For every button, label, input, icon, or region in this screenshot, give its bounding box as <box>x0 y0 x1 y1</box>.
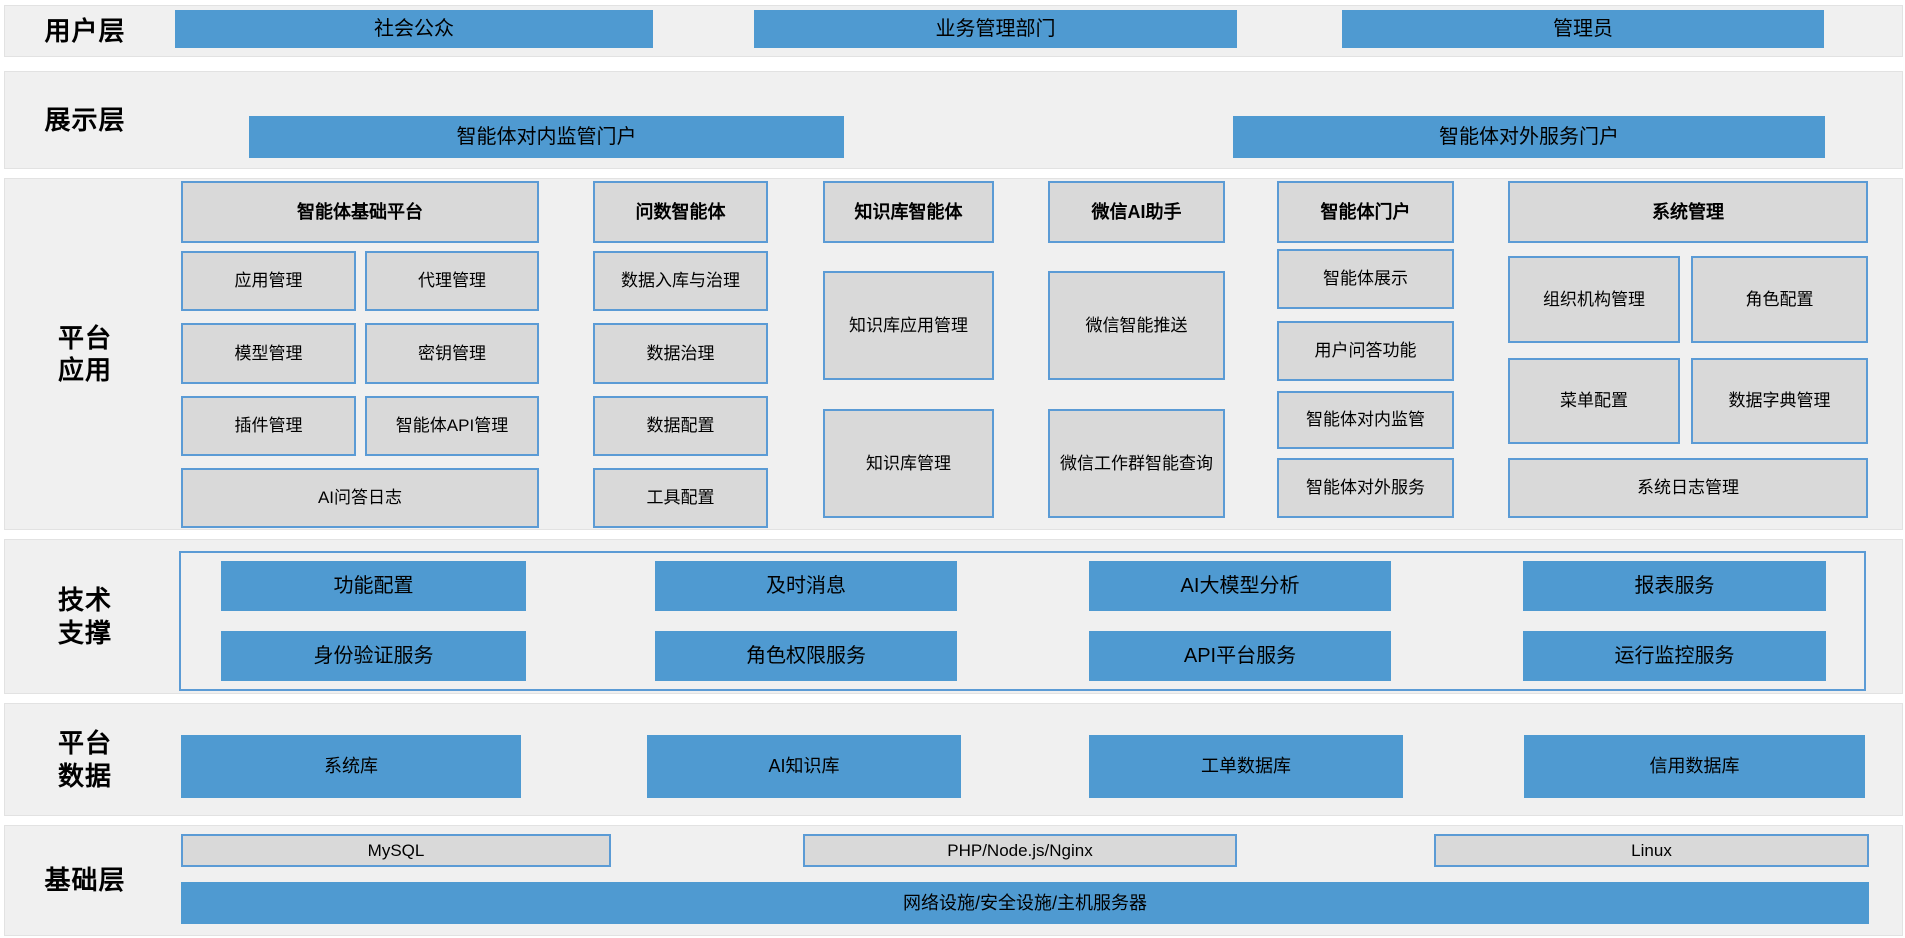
group-knowledge-base-agent-header: 知识库智能体 <box>823 181 994 243</box>
layer-label-text: 数据 <box>57 760 112 791</box>
box-credit-db: 信用数据库 <box>1524 735 1865 798</box>
layer-label-user: 用户层 <box>5 6 165 56</box>
box-role-permission-service: 角色权限服务 <box>655 631 957 681</box>
item-ai-qa-log: AI问答日志 <box>181 468 539 528</box>
box-ai-knowledge-db: AI知识库 <box>647 735 961 798</box>
box-identity-verification-service: 身份验证服务 <box>221 631 526 681</box>
item-data-config: 数据配置 <box>593 396 768 456</box>
box-php-node-nginx: PHP/Node.js/Nginx <box>803 834 1237 867</box>
box-instant-message: 及时消息 <box>655 561 957 611</box>
band-tech-support-layer: 技术 支撑 功能配置 及时消息 AI大模型分析 报表服务 身份验证服务 角色权限… <box>4 539 1903 694</box>
layer-label-platform-app: 平台 应用 <box>5 179 165 529</box>
layer-label-text: 平台 <box>57 728 112 758</box>
item-system-log-management: 系统日志管理 <box>1508 458 1868 518</box>
layer-label-text: 应用 <box>57 355 112 385</box>
box-operation-monitoring-service: 运行监控服务 <box>1523 631 1826 681</box>
band-display-layer: 展示层 智能体对内监管门户 智能体对外服务门户 <box>4 71 1903 169</box>
box-administrator: 管理员 <box>1342 10 1824 48</box>
item-agent-external-service: 智能体对外服务 <box>1277 458 1454 518</box>
item-wechat-smart-push: 微信智能推送 <box>1048 271 1225 380</box>
box-linux: Linux <box>1434 834 1869 867</box>
item-proxy-management: 代理管理 <box>365 251 539 311</box>
group-data-qa-agent-header: 问数智能体 <box>593 181 768 243</box>
item-key-management: 密钥管理 <box>365 323 539 384</box>
band-platform-app-layer: 平台 应用 智能体基础平台 应用管理 代理管理 模型管理 密钥管理 插件管理 智… <box>4 178 1903 530</box>
band-user-layer: 用户层 社会公众 业务管理部门 管理员 <box>4 5 1903 57</box>
layer-label-text: 基础层 <box>44 865 126 896</box>
band-base-layer: 基础层 MySQL PHP/Node.js/Nginx Linux 网络设施/安… <box>4 825 1903 936</box>
box-function-config: 功能配置 <box>221 561 526 611</box>
layer-label-platform-data: 平台 数据 <box>5 704 165 815</box>
item-data-dictionary-management: 数据字典管理 <box>1691 358 1868 444</box>
box-internal-supervision-portal: 智能体对内监管门户 <box>249 116 844 158</box>
item-agent-api-management: 智能体API管理 <box>365 396 539 456</box>
item-menu-config: 菜单配置 <box>1508 358 1680 444</box>
layer-label-text: 展示层 <box>44 104 126 135</box>
box-report-service: 报表服务 <box>1523 561 1826 611</box>
layer-label-text: 技术 <box>57 585 112 615</box>
band-platform-data-layer: 平台 数据 系统库 AI知识库 工单数据库 信用数据库 <box>4 703 1903 816</box>
item-user-qa-function: 用户问答功能 <box>1277 321 1454 381</box>
item-app-management: 应用管理 <box>181 251 356 311</box>
item-plugin-management: 插件管理 <box>181 396 356 456</box>
box-external-service-portal: 智能体对外服务门户 <box>1233 116 1825 158</box>
item-data-governance: 数据治理 <box>593 323 768 384</box>
box-api-platform-service: API平台服务 <box>1089 631 1391 681</box>
group-wechat-ai-assistant-header: 微信AI助手 <box>1048 181 1225 243</box>
item-role-config: 角色配置 <box>1691 256 1868 343</box>
layer-label-base: 基础层 <box>5 826 165 935</box>
layer-label-text: 用户层 <box>44 15 126 46</box>
box-business-management-dept: 业务管理部门 <box>754 10 1237 48</box>
box-infrastructure: 网络设施/安全设施/主机服务器 <box>181 882 1869 924</box>
item-agent-internal-supervision: 智能体对内监管 <box>1277 391 1454 449</box>
box-ai-model-analysis: AI大模型分析 <box>1089 561 1391 611</box>
box-mysql: MySQL <box>181 834 611 867</box>
group-system-management-header: 系统管理 <box>1508 181 1868 243</box>
item-kb-app-management: 知识库应用管理 <box>823 271 994 380</box>
item-org-structure-management: 组织机构管理 <box>1508 256 1680 343</box>
layer-label-tech-support: 技术 支撑 <box>5 540 165 693</box>
box-system-db: 系统库 <box>181 735 521 798</box>
box-work-order-db: 工单数据库 <box>1089 735 1403 798</box>
item-data-ingestion-governance: 数据入库与治理 <box>593 251 768 311</box>
item-model-management: 模型管理 <box>181 323 356 384</box>
item-tool-config: 工具配置 <box>593 468 768 528</box>
box-social-public: 社会公众 <box>175 10 653 48</box>
layer-label-text: 平台 <box>57 322 112 353</box>
tech-support-frame <box>179 551 1866 691</box>
item-wechat-workgroup-query: 微信工作群智能查询 <box>1048 409 1225 518</box>
group-agent-portal-header: 智能体门户 <box>1277 181 1454 243</box>
item-agent-display: 智能体展示 <box>1277 249 1454 309</box>
layer-label-text: 支撑 <box>57 617 112 648</box>
item-kb-management: 知识库管理 <box>823 409 994 518</box>
layer-label-display: 展示层 <box>5 72 165 168</box>
group-agent-base-platform-header: 智能体基础平台 <box>181 181 539 243</box>
